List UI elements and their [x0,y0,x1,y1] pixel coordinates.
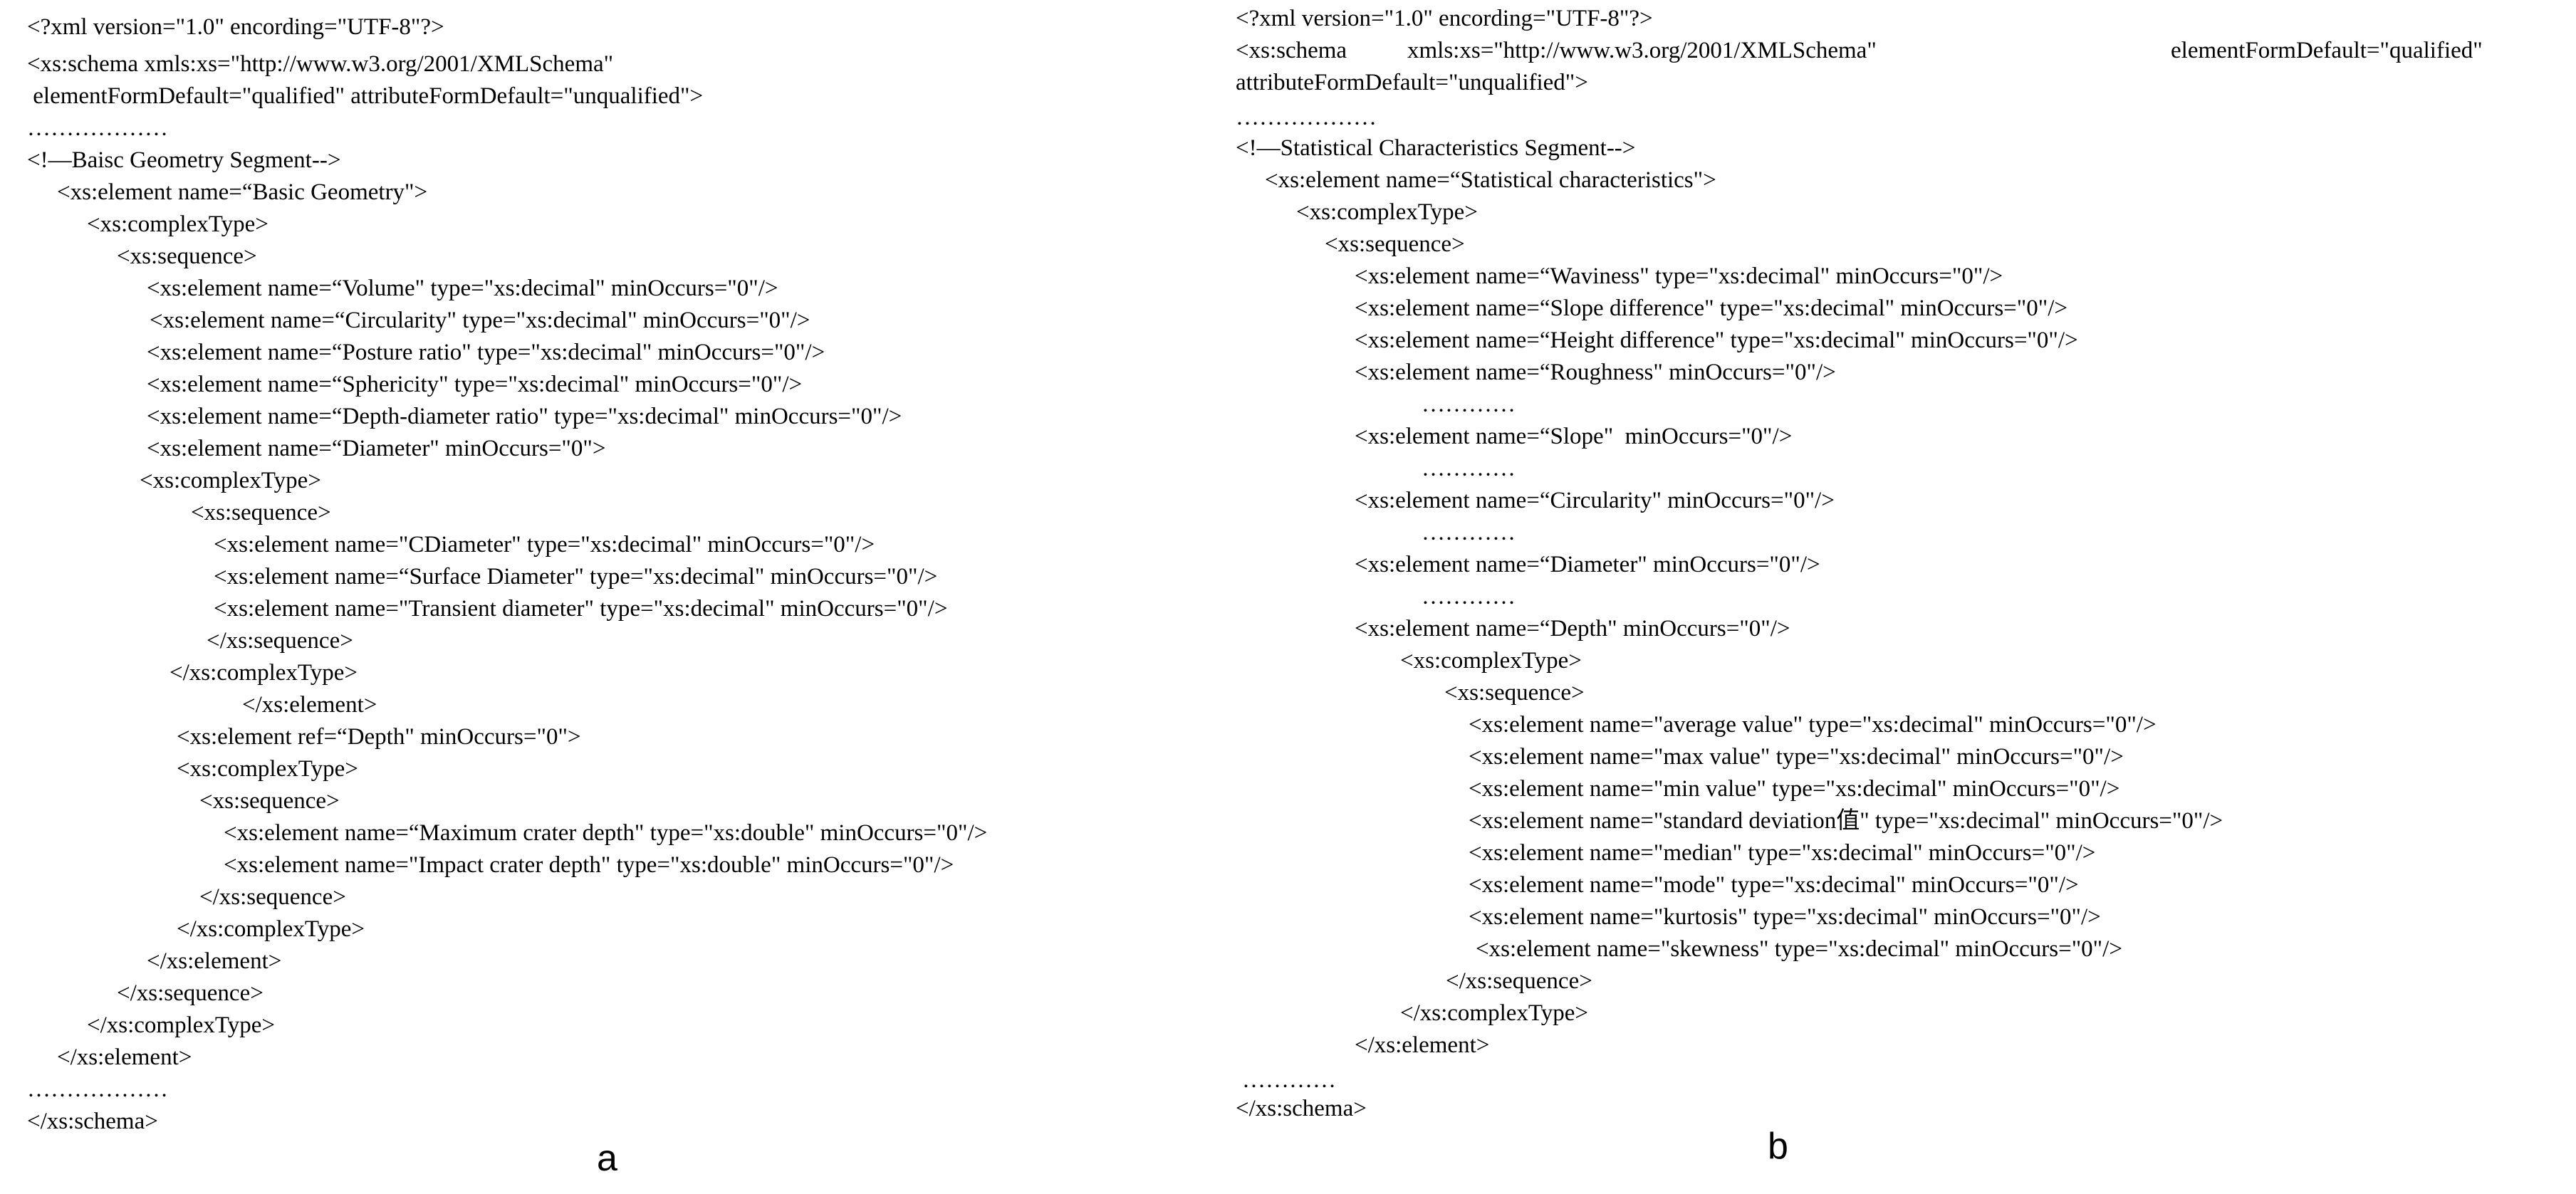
code-line: <xs:element name=“Surface Diameter" type… [214,564,938,590]
code-line: </xs:element> [242,692,377,718]
code-line: elementFormDefault="qualified" attribute… [27,83,704,109]
panel-caption-a: a [597,1138,617,1179]
code-line: </xs:sequence> [1446,968,1592,994]
code-line: <xs:element name=“Statistical characteri… [1265,167,1716,193]
code-line: <xs:complexType> [177,756,358,782]
code-line: <?xml version="1.0" encording="UTF-8"?> [1236,6,1653,31]
panel-caption-b: b [1768,1126,1788,1167]
code-line: <xs:schema xmls:xs="http://www.w3.org/20… [27,51,614,77]
code-line: ……………… [27,1077,168,1102]
code-line: <xs:sequence> [1325,231,1465,257]
code-line: ……………… [27,115,168,141]
code-line: <xs:sequence> [199,788,340,814]
code-line: elementFormDefault="qualified" [2171,38,2483,63]
code-line: <xs:sequence> [191,500,331,525]
code-line: <xs:element name=“Sphericity" type="xs:d… [147,372,803,397]
code-line: </xs:sequence> [207,628,353,654]
code-line: <xs:sequence> [117,243,257,269]
code-line: ………… [1422,392,1516,417]
code-line: </xs:complexType> [87,1012,276,1038]
code-line: <!—Statistical Characteristics Segment--… [1236,135,1636,161]
code-line: <xs:element name=“Roughness" minOccurs="… [1355,360,1836,385]
code-line: <xs:element name=“Circularity" type="xs:… [150,308,810,333]
code-line: <xs:element name=“Waviness" type="xs:dec… [1355,263,2003,289]
code-line: <xs:element name="standard deviation值" t… [1469,808,2223,834]
code-line: ………… [1422,456,1516,481]
code-line: <xs:element name=“Diameter" minOccurs="0… [147,436,606,461]
code-line: <xs:element name="max value" type="xs:de… [1469,744,2124,770]
code-line: </xs:complexType> [170,660,358,686]
code-line: <xs:element name=“Depth" minOccurs="0"/> [1355,616,1790,641]
code-line: <xs:element name="average value" type="x… [1469,712,2157,738]
code-line: <xs:sequence> [1444,680,1585,706]
code-line: </xs:element> [57,1044,192,1070]
code-line: <xs:complexType> [1400,648,1582,674]
code-line: <xs:element name="kurtosis" type="xs:dec… [1469,904,2101,930]
code-line: ………… [1242,1067,1336,1093]
code-line: <xs:element name="mode" type="xs:decimal… [1469,872,2079,898]
code-line: </xs:element> [147,948,282,974]
code-line: xmls:xs="http://www.w3.org/2001/XMLSchem… [1407,38,1877,63]
code-line: <xs:element name=“Volume" type="xs:decim… [147,276,778,301]
code-line: <xs:element name="skewness" type="xs:dec… [1476,936,2122,962]
code-line: <xs:element name=“Slope" minOccurs="0"/> [1355,424,1793,449]
code-line: <xs:complexType> [1296,199,1478,225]
code-line: <xs:complexType> [87,211,268,237]
code-line: <xs:element name="Impact crater depth" t… [224,852,954,878]
code-line: <xs:schema [1236,38,1347,63]
code-line: </xs:element> [1355,1032,1490,1058]
code-line: <xs:element name="median" type="xs:decim… [1469,840,2096,866]
code-line: </xs:complexType> [1400,1000,1589,1026]
code-line: </xs:sequence> [199,884,346,910]
code-line: </xs:sequence> [117,980,264,1006]
code-line: <xs:element name="Transient diameter" ty… [214,596,948,622]
code-line: </xs:complexType> [177,916,365,942]
code-line: <xs:element name="CDiameter" type="xs:de… [214,532,875,557]
code-line: <?xml version="1.0" encording="UTF-8"?> [27,14,444,40]
code-line: <xs:element name="min value" type="xs:de… [1469,776,2120,802]
code-line: <xs:element name=“Slope difference" type… [1355,295,2068,321]
code-line: <xs:element name=“Diameter" minOccurs="0… [1355,552,1820,577]
schema-panel-b: <?xml version="1.0" encording="UTF-8"?> … [1232,0,2576,1194]
code-line: <xs:element name=“Posture ratio" type="x… [147,340,825,365]
code-line: <!—Baisc Geometry Segment--> [27,147,341,173]
code-line: attributeFormDefault="unqualified"> [1236,70,1588,95]
schema-panel-a: <?xml version="1.0" encording="UTF-8"?> … [0,0,1239,1194]
code-line: ……………… [1236,105,1377,130]
code-line: <xs:element name=“Circularity" minOccurs… [1355,488,1835,513]
code-line: </xs:schema> [1236,1096,1367,1121]
code-line: ………… [1422,584,1516,609]
code-line: <xs:element name=“Depth-diameter ratio" … [147,404,902,429]
code-line: <xs:element name=“Height difference" typ… [1355,328,2078,353]
code-line: <xs:complexType> [140,468,321,493]
code-line: </xs:schema> [27,1109,158,1134]
code-line: <xs:element name=“Basic Geometry"> [57,179,428,205]
code-line: ………… [1422,520,1516,545]
code-line: <xs:element ref=“Depth" minOccurs="0"> [177,724,581,750]
code-line: <xs:element name=“Maximum crater depth" … [224,820,988,846]
